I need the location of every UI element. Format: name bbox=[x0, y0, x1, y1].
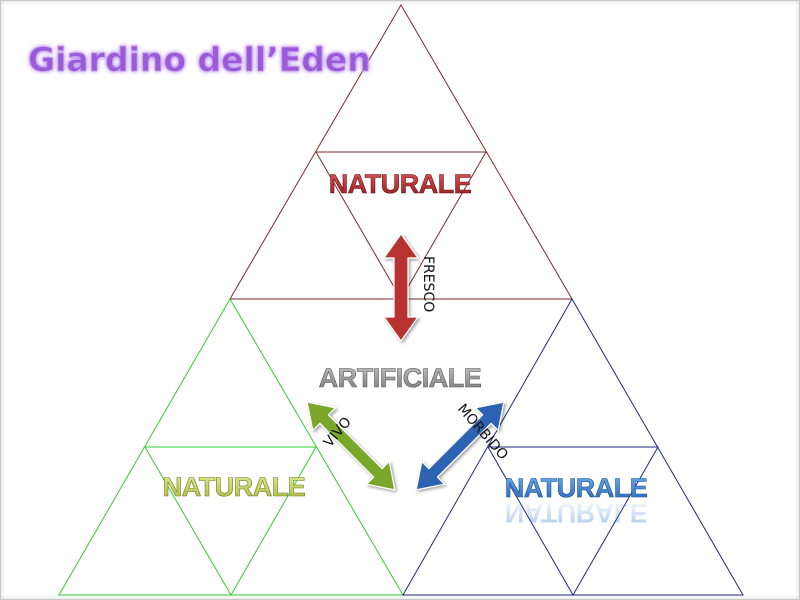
left-triangle-inner bbox=[144, 446, 317, 596]
top-naturale-label: NATURALE bbox=[329, 169, 471, 199]
fresco-double-arrow bbox=[382, 232, 420, 343]
fresco-arrow-shape bbox=[382, 232, 420, 343]
right-naturale-label: NATURALE bbox=[505, 473, 647, 503]
morbido-arrow-shape bbox=[415, 401, 505, 491]
right-naturale-reflection: NATURALE bbox=[505, 498, 647, 528]
morbido-double-arrow bbox=[415, 401, 505, 491]
fresco-label: FRESCO bbox=[420, 256, 436, 312]
left-naturale-label: NATURALE bbox=[163, 472, 305, 502]
right-triangle-inner bbox=[487, 446, 659, 597]
right-triangle bbox=[402, 297, 744, 597]
page-title: Giardino dell’Eden bbox=[28, 40, 371, 79]
left-triangle bbox=[58, 298, 404, 596]
top-triangle-inner bbox=[315, 151, 487, 300]
vivo-double-arrow bbox=[306, 401, 396, 491]
center-artificiale-label: ARTIFICIALE bbox=[319, 363, 482, 393]
vivo-arrow-shape bbox=[306, 401, 396, 491]
